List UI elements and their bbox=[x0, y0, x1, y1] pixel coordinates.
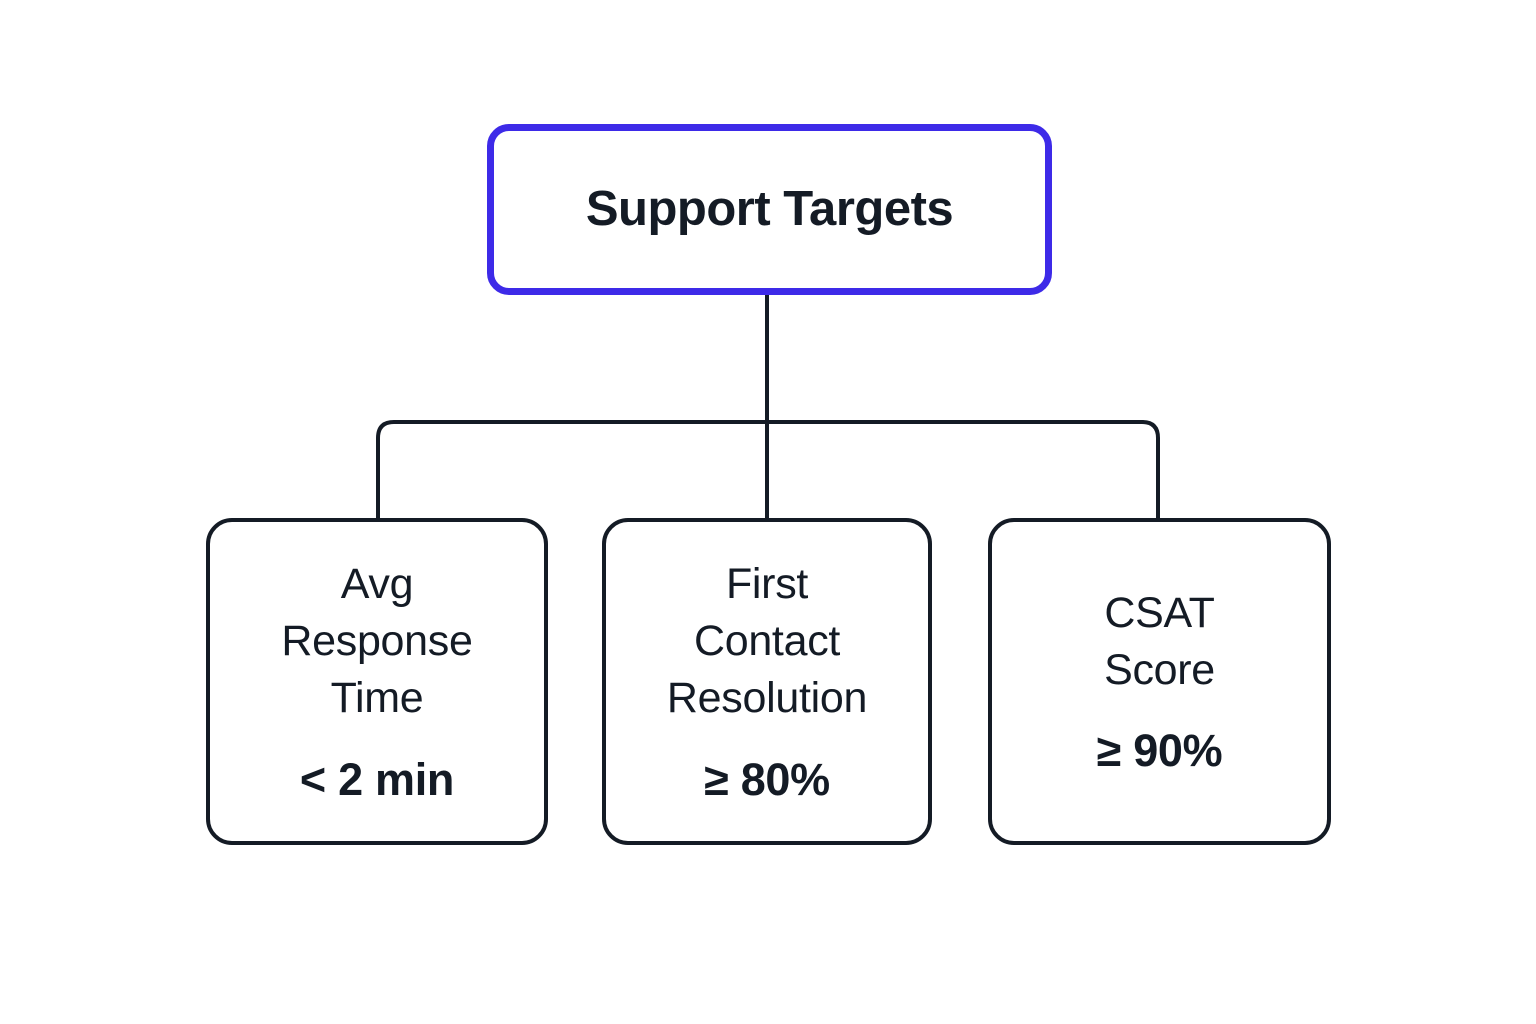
node-label: First Contact Resolution bbox=[666, 560, 868, 722]
node-label: Avg Response Time bbox=[281, 560, 473, 722]
node-support-targets[interactable]: Support Targets bbox=[487, 124, 1052, 295]
node-value: ≥ 80% bbox=[704, 753, 830, 805]
connector-bus-right bbox=[767, 420, 1160, 518]
node-avg-response-time[interactable]: Avg Response Time < 2 min bbox=[206, 518, 548, 845]
node-csat-score[interactable]: CSAT Score ≥ 90% bbox=[988, 518, 1331, 845]
node-root-title: Support Targets bbox=[585, 181, 954, 236]
connector-bus-left bbox=[376, 420, 767, 518]
node-value: < 2 min bbox=[299, 753, 455, 805]
node-value: ≥ 90% bbox=[1096, 725, 1223, 777]
node-first-contact-resolution[interactable]: First Contact Resolution ≥ 80% bbox=[602, 518, 932, 845]
node-label: CSAT Score bbox=[1104, 588, 1215, 694]
